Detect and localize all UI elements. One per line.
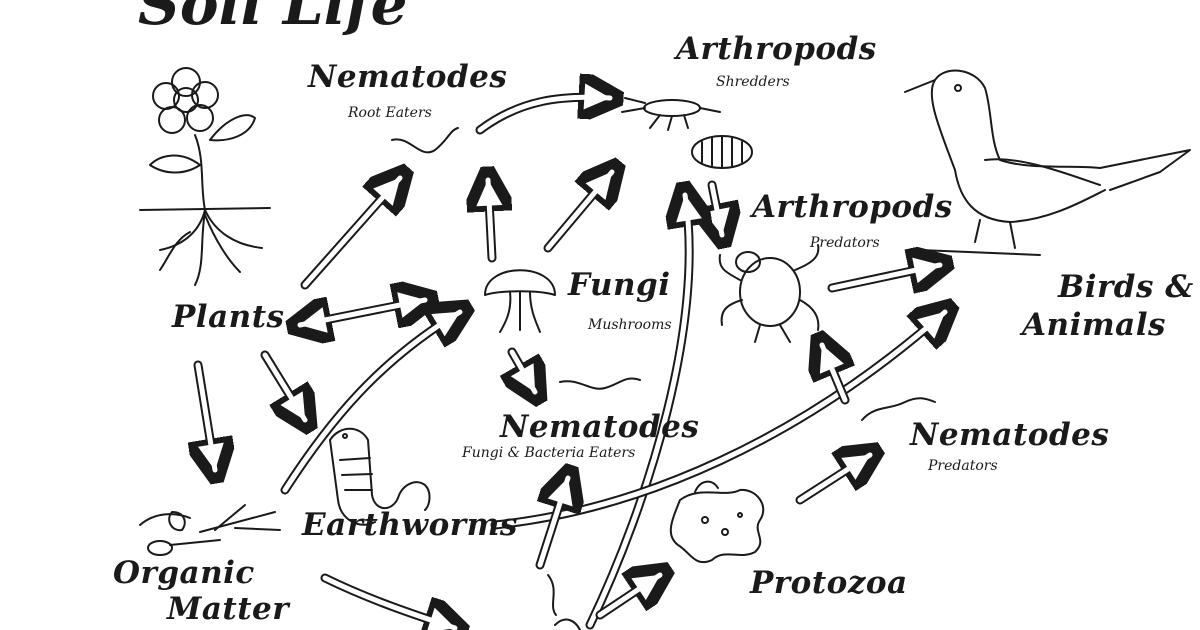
arrow-plants-to-organic [198, 365, 215, 470]
label-organic-line1: Organic [113, 555, 255, 591]
protozoa-illustration [671, 482, 763, 563]
label-plants: Plants [172, 299, 285, 335]
nematode-fb-illustration [560, 379, 640, 389]
nematode-predator-illustration [862, 398, 935, 420]
arrow-bottom-to-protozoa [600, 575, 660, 615]
arrow-plants-to-earthworms [265, 355, 305, 420]
arrow-fungi-to-nematodes-up [488, 180, 492, 258]
label-arthropods-predators: Arthropods [752, 189, 953, 225]
label-root-eaters: Root Eaters [348, 105, 432, 121]
arthropod-shredder-illustration [622, 98, 752, 168]
arthropod-predator-illustration [720, 245, 819, 342]
mushroom-illustration [485, 270, 555, 332]
arrow-plants-to-nematodes [305, 178, 400, 285]
small-worm-bottom [555, 620, 580, 630]
arrow-nematodes-to-arthropods [480, 97, 610, 130]
label-earthworms: Earthworms [302, 507, 518, 543]
label-shredders: Shredders [716, 74, 790, 90]
arrow-earthworms-to-fungi [285, 312, 460, 490]
label-arthropod-predators: Predators [810, 235, 880, 251]
organic-matter-illustration [140, 505, 280, 555]
arrow-protozoa-to-nematodes [800, 455, 870, 500]
arrow-fungi-to-arthropods [548, 172, 612, 248]
arrow-shredders-to-predators [712, 185, 722, 235]
arrow-bottom-to-arthropods [590, 195, 689, 625]
arrow-organic-to-bottom [325, 578, 455, 630]
small-nematode-bottom [548, 575, 556, 615]
nematode-root-eater-illustration [392, 128, 458, 152]
label-protozoa: Protozoa [750, 565, 908, 601]
label-birds-line1: Birds & [1058, 269, 1194, 305]
plant-illustration [140, 68, 270, 285]
bird-illustration [905, 71, 1190, 255]
arrow-predators-to-birds [832, 265, 940, 288]
label-birds-line2: Animals [1022, 307, 1166, 343]
earthworm-illustration [330, 429, 430, 525]
arrow-bottom-to-nematodes-fb [540, 478, 568, 565]
label-organic-line2: Matter [167, 591, 290, 627]
label-nematode-predators: Predators [928, 458, 998, 474]
label-fungi-bacteria-eaters: Fungi & Bacteria Eaters [462, 445, 636, 461]
label-arthropods-shredders: Arthropods [676, 31, 877, 67]
arrow-fungi-to-nematodes-down [512, 352, 535, 392]
label-fungi: Fungi [568, 267, 671, 303]
label-nematodes-fungi-bacteria: Nematodes [500, 409, 700, 445]
label-mushrooms: Mushrooms [588, 317, 672, 333]
label-nematodes-predators: Nematodes [910, 417, 1110, 453]
label-nematodes-root-eaters: Nematodes [308, 59, 508, 95]
page-title: Soil Life [138, 0, 408, 38]
arrow-nematodes-to-predators [822, 345, 845, 400]
arrow-plants-fungi-double [300, 300, 425, 325]
